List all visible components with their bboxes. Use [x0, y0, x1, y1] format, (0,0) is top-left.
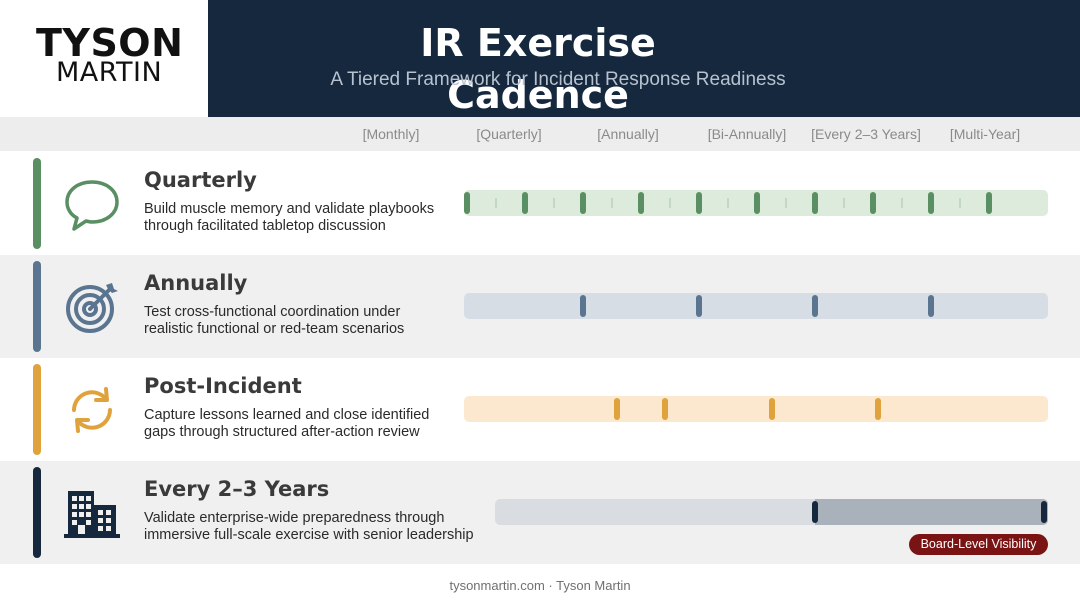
row-description: Test cross-functional coordination under… [144, 304, 474, 338]
column-label-annually: [Annually] [597, 126, 659, 142]
cadence-marker [812, 192, 818, 214]
cadence-marker [662, 398, 668, 420]
row-title: Quarterly [144, 168, 257, 192]
minor-tick [727, 198, 729, 208]
building-icon [62, 483, 122, 543]
minor-tick [959, 198, 961, 208]
footer-credit: tysonmartin.com · Tyson Martin [449, 578, 631, 593]
minor-tick [611, 198, 613, 208]
row-accent-bar [33, 158, 41, 249]
logo: TYSON MARTIN [0, 0, 208, 117]
cadence-marker [464, 192, 470, 214]
cadence-marker [870, 192, 876, 214]
cadence-marker [928, 192, 934, 214]
refresh-cycle-icon [62, 380, 122, 440]
row-description-line-1: Build muscle memory and validate playboo… [144, 201, 435, 217]
cadence-marker [522, 192, 528, 214]
cadence-marker [696, 295, 702, 317]
row-every-2-3-years: Every 2–3 Years Validate enterprise-wide… [0, 461, 1080, 564]
minor-tick [785, 198, 787, 208]
row-annually: Annually Test cross-functional coordinat… [0, 255, 1080, 358]
minor-tick [843, 198, 845, 208]
cadence-marker [696, 192, 702, 214]
cadence-marker [614, 398, 620, 420]
row-description-line-2: realistic functional or red-team scenari… [144, 321, 405, 337]
page-title: IR Exercise Cadence [420, 21, 656, 117]
cadence-marker [769, 398, 775, 420]
cadence-marker [986, 192, 992, 214]
column-label-monthly: [Monthly] [362, 126, 420, 142]
row-description: Validate enterprise-wide preparedness th… [144, 510, 494, 544]
board-visibility-badge: Board-Level Visibility [909, 534, 1048, 555]
minor-tick [901, 198, 903, 208]
row-description-line-2: through facilitated tabletop discussion [144, 218, 386, 234]
row-title: Post-Incident [144, 374, 302, 398]
minor-tick [669, 198, 671, 208]
cadence-marker [638, 192, 644, 214]
row-post-incident: Post-Incident Capture lessons learned an… [0, 358, 1080, 461]
cadence-track-every-2-3-years [495, 499, 1048, 525]
row-accent-bar [33, 467, 41, 558]
cadence-track-post-incident [464, 396, 1048, 422]
column-label-every-2-3-years: [Every 2–3 Years] [811, 126, 921, 142]
cadence-track-annually [464, 293, 1048, 319]
header: TYSON MARTIN IR Exercise Cadence A Tiere… [0, 0, 1080, 117]
row-description: Build muscle memory and validate playboo… [144, 201, 474, 235]
cadence-marker [1041, 501, 1047, 523]
row-description-line-2: gaps through structured after-action rev… [144, 424, 420, 440]
row-title: Every 2–3 Years [144, 477, 330, 501]
minor-tick [553, 198, 555, 208]
speech-bubble-icon [62, 174, 122, 234]
minor-tick [495, 198, 497, 208]
column-label-bi-annually: [Bi-Annually] [707, 126, 787, 142]
cadence-marker [754, 192, 760, 214]
row-description: Capture lessons learned and close identi… [144, 407, 474, 441]
cadence-track-quarterly [464, 190, 1048, 216]
column-label-quarterly: [Quarterly] [476, 126, 542, 142]
row-description-line-2: immersive full-scale exercise with senio… [144, 527, 474, 543]
cadence-span [815, 499, 1048, 525]
cadence-marker [812, 295, 818, 317]
row-accent-bar [33, 364, 41, 455]
logo-line-1: TYSON [36, 21, 184, 65]
page-subtitle: A Tiered Framework for Incident Response… [330, 69, 786, 90]
row-title: Annually [144, 271, 248, 295]
column-header-band: [Monthly] [Quarterly] [Annually] [Bi-Ann… [0, 117, 1080, 151]
row-accent-bar [33, 261, 41, 352]
title-banner: IR Exercise Cadence A Tiered Framework f… [208, 0, 1080, 117]
cadence-marker [812, 501, 818, 523]
column-label-multi-year: [Multi-Year] [949, 126, 1021, 142]
cadence-marker [580, 295, 586, 317]
row-description-line-1: Test cross-functional coordination under [144, 304, 401, 320]
logo-line-2: MARTIN [56, 57, 163, 88]
row-quarterly: Quarterly Build muscle memory and valida… [0, 152, 1080, 255]
cadence-marker [875, 398, 881, 420]
cadence-marker [580, 192, 586, 214]
cadence-marker [928, 295, 934, 317]
row-description-line-1: Capture lessons learned and close identi… [144, 407, 430, 423]
row-description-line-1: Validate enterprise-wide preparedness th… [144, 510, 445, 526]
target-icon [62, 277, 122, 337]
